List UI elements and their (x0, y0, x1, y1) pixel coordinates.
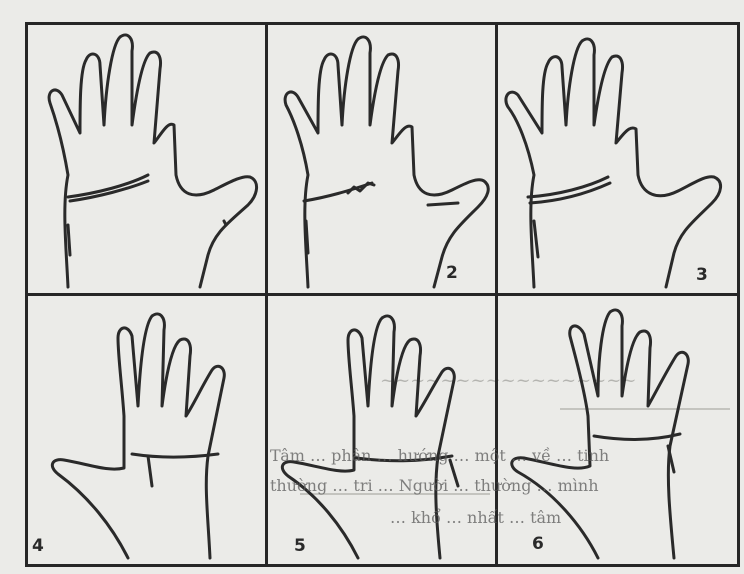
hand-panel-2: 2 (268, 25, 495, 293)
panel-number-5: 5 (294, 536, 306, 556)
caption-fragment-line-2: thường … tri … Người … thường … mình (270, 478, 599, 494)
hand-panel-3: 3 (498, 25, 737, 293)
hand-drawing-2 (268, 25, 495, 293)
hand-drawing-3 (498, 25, 737, 293)
hand-panel-1 (28, 25, 265, 293)
panel-number-4: 4 (32, 536, 44, 556)
panel-number-6: 6 (532, 534, 544, 554)
hand-drawing-1 (28, 25, 265, 293)
panel-number-2: 2 (446, 263, 458, 283)
hand-drawing-4 (28, 296, 265, 564)
caption-fragment-line-1: Tâm … phân … hướng … một … về … tinh (270, 448, 609, 464)
hand-panel-4: 4 (28, 296, 265, 564)
panel-number-3: 3 (696, 265, 708, 285)
caption-fragment-line-3: … khổ … nhất … tâm (390, 510, 561, 526)
